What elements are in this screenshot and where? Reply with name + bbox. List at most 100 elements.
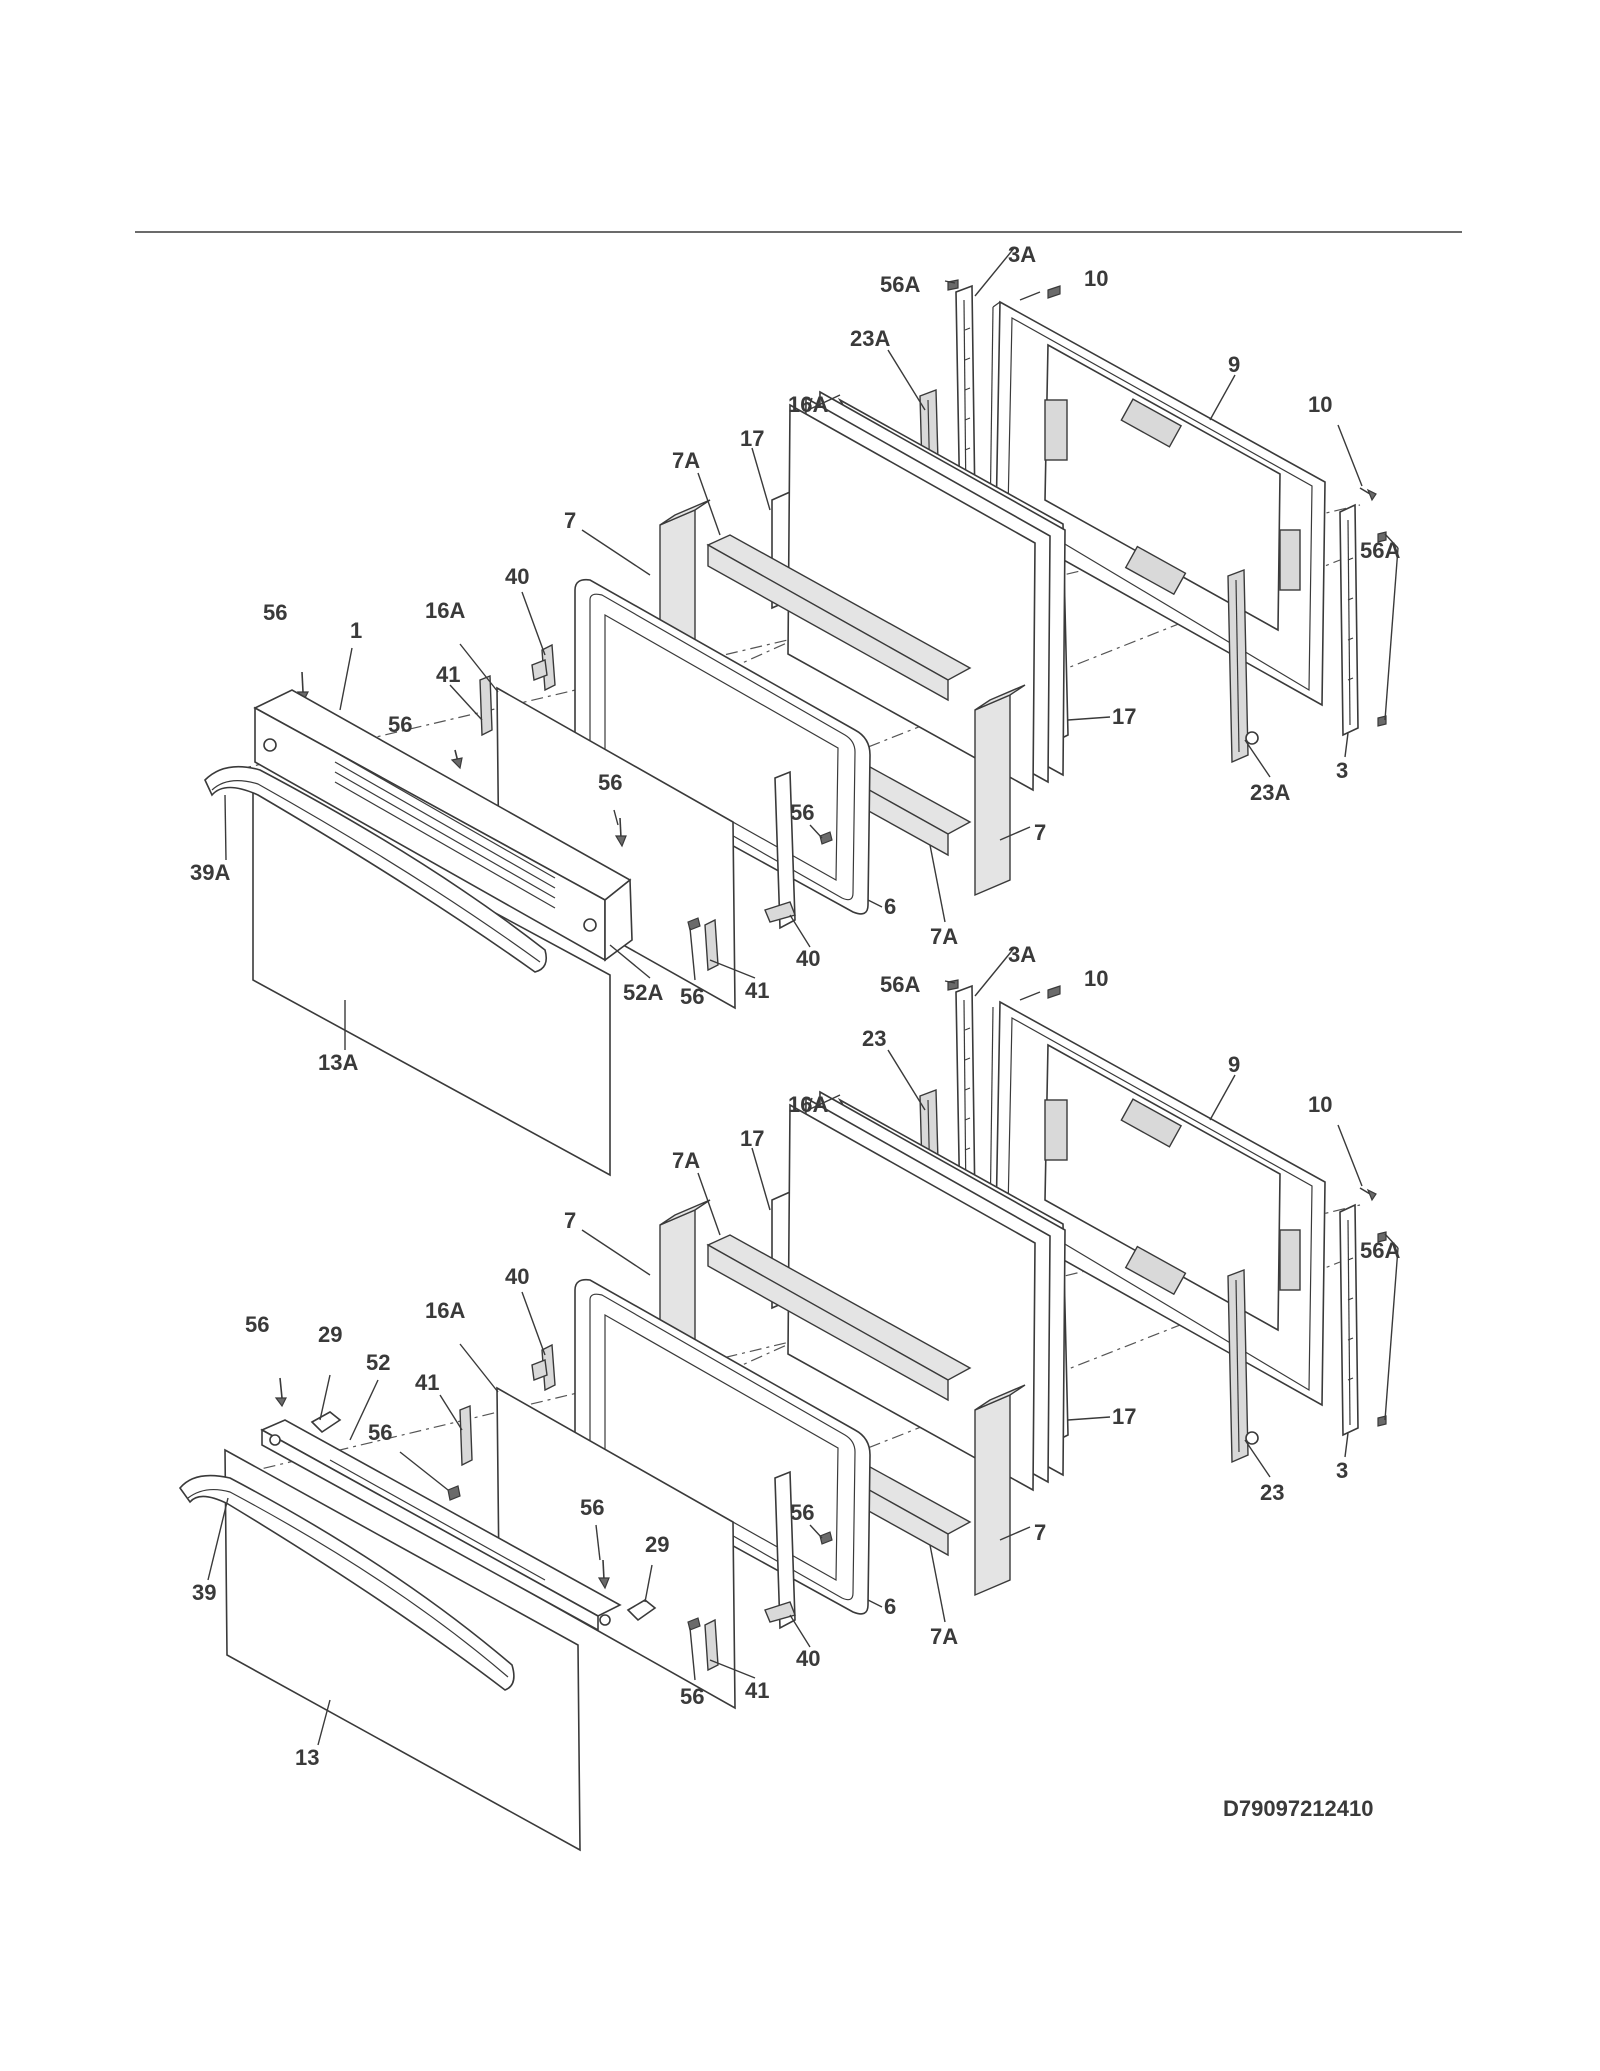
callout: 9: [1228, 1052, 1240, 1077]
callout: 16A: [788, 392, 828, 417]
callout: 56A: [1360, 1238, 1400, 1263]
upper-door-assembly: 56A 3A 10 23A 9 10 16A 7A 17 7 40 16A 56…: [190, 242, 1400, 1177]
callout: 6: [884, 894, 896, 919]
callout: 56: [245, 1312, 269, 1337]
part-40-bracket-bottom: [764, 1470, 796, 1630]
screw-56-center: [597, 1559, 610, 1590]
callout: 7: [1034, 1520, 1046, 1545]
part-52-top-bar: [260, 1419, 622, 1632]
part-7a-insulation-upper: [706, 534, 972, 702]
callout: 7A: [930, 924, 958, 949]
lower-callouts: 56A 3A 10 23 9 10 16A 7A 17 7 40 16A 56 …: [192, 942, 1400, 1770]
callout: 40: [796, 946, 820, 971]
upper-callouts: 56A 3A 10 23A 9 10 16A 7A 17 7 40 16A 56…: [190, 242, 1400, 1075]
callout: 7: [564, 508, 576, 533]
callout: 17: [740, 1126, 764, 1151]
screw-10-top: [1047, 285, 1061, 299]
callout: 23: [862, 1026, 886, 1051]
callout: 16A: [425, 1298, 465, 1323]
callout: 17: [1112, 704, 1136, 729]
callout: 23A: [850, 326, 890, 351]
part-3a-hinge-channel-left: [955, 984, 976, 1217]
callout: 56A: [1360, 538, 1400, 563]
callout: 56: [368, 1420, 392, 1445]
callout: 56: [598, 770, 622, 795]
part-40-bracket-top: [531, 643, 556, 692]
screw-56-mid: [450, 749, 463, 770]
screw-56a-right: [1377, 531, 1387, 727]
screw-10-right: [1359, 487, 1377, 502]
callout: 41: [745, 1678, 769, 1703]
callout: 3: [1336, 758, 1348, 783]
part-23a-hinge-right: [1227, 568, 1259, 764]
screw-56-center: [614, 817, 627, 848]
callout: 7A: [672, 1148, 700, 1173]
part-29-roller-right: [626, 1599, 657, 1622]
callout: 56: [388, 712, 412, 737]
callout: 29: [318, 1322, 342, 1347]
callout: 3: [1336, 1458, 1348, 1483]
lower-door-assembly: 56A 3A 10 23 9 10 16A 7A 17 7 40 16A 56 …: [178, 942, 1400, 1852]
callout: 1: [350, 618, 362, 643]
screw-56-small: [819, 831, 833, 845]
callout: 52: [366, 1350, 390, 1375]
callout: 41: [745, 978, 769, 1003]
callout: 7A: [672, 448, 700, 473]
part-41-clip-top: [459, 1404, 473, 1467]
screw-56-mid: [447, 1485, 461, 1501]
callout: 56: [790, 800, 814, 825]
callout: 16A: [788, 1092, 828, 1117]
callout: 10: [1308, 1092, 1332, 1117]
callout: 13A: [318, 1050, 358, 1075]
callout: 56: [790, 1500, 814, 1525]
upper-leader-lines: [224, 246, 1399, 1050]
callout: 41: [436, 662, 460, 687]
part-7a-insulation-upper: [706, 1234, 972, 1402]
part-39a-handle: [204, 765, 548, 973]
callout: 40: [505, 1264, 529, 1289]
callout: 3A: [1008, 242, 1036, 267]
callout: 6: [884, 1594, 896, 1619]
part-41-clip-top: [479, 674, 493, 737]
callout: 41: [415, 1370, 439, 1395]
part-40-bracket-top: [531, 1343, 556, 1392]
callout: 23A: [1250, 780, 1290, 805]
callout: 56: [680, 1684, 704, 1709]
drawing-code: D79097212410: [1223, 1796, 1373, 1821]
screw-56-bottom: [687, 917, 701, 931]
part-40-bracket-bottom: [764, 770, 796, 930]
callout: 29: [645, 1532, 669, 1557]
part-16a-front-glass: [496, 1386, 736, 1710]
callout: 9: [1228, 352, 1240, 377]
callout: 7: [564, 1208, 576, 1233]
part-3-hinge-channel-right: [1339, 503, 1359, 737]
callout: 7: [1034, 820, 1046, 845]
callout: 56: [263, 600, 287, 625]
screw-56-top: [274, 1377, 287, 1408]
callout: 3A: [1008, 942, 1036, 967]
screw-56-small: [819, 1531, 833, 1545]
screw-10-top: [1047, 985, 1061, 999]
callout: 40: [796, 1646, 820, 1671]
callout: 10: [1308, 392, 1332, 417]
part-7-insulation-block-right: [974, 684, 1026, 897]
part-3-hinge-channel-right: [1339, 1203, 1359, 1437]
callout: 56: [580, 1495, 604, 1520]
callout: 39A: [190, 860, 230, 885]
part-7-insulation-block-right: [974, 1384, 1026, 1597]
callout: 10: [1084, 266, 1108, 291]
callout: 56: [680, 984, 704, 1009]
part-16a-glass-panels-rear: [787, 1090, 1066, 1492]
screw-10-right: [1359, 1187, 1377, 1202]
part-39-handle: [178, 1474, 515, 1691]
part-41-clip-bottom: [704, 1618, 719, 1672]
callout: 7A: [930, 1624, 958, 1649]
callout: 23: [1260, 1480, 1284, 1505]
callout: 39: [192, 1580, 216, 1605]
callout: 52A: [623, 980, 663, 1005]
callout: 17: [1112, 1404, 1136, 1429]
part-23-hinge-right: [1227, 1268, 1259, 1464]
lower-leader-lines: [207, 946, 1399, 1746]
